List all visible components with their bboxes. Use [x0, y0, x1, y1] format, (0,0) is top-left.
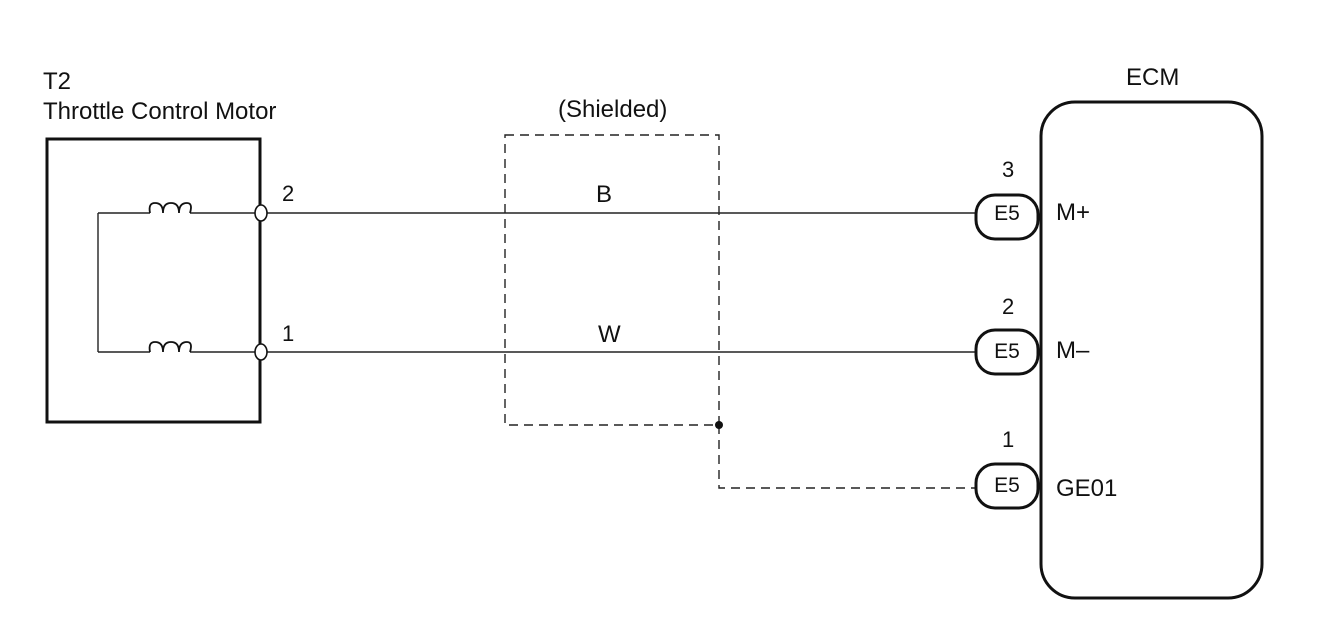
motor-pin-1-label: 1 — [282, 321, 295, 346]
ecm-title: ECM — [1126, 64, 1180, 91]
ecm-pin-number-2: 2 — [1002, 294, 1015, 319]
motor-pin-2-label: 2 — [282, 181, 295, 206]
ecm-signal-1: M+ — [1056, 199, 1091, 226]
wire-color-b: B — [596, 181, 613, 208]
motor-coil-lower — [148, 341, 192, 353]
ecm-pin-number-1: 3 — [1002, 157, 1015, 182]
ecm-connector-code-3: E5 — [994, 474, 1020, 497]
shield-label: (Shielded) — [558, 96, 668, 123]
throttle-motor-box — [45, 137, 262, 424]
component-code: T2 — [43, 68, 72, 95]
motor-coil-upper — [148, 202, 192, 214]
motor-pin-1-terminal — [254, 343, 268, 361]
ecm-connector-pill-3 — [974, 462, 1040, 510]
shield-drain-wire — [718, 425, 976, 489]
shield-junction-dot — [715, 421, 723, 429]
component-name: Throttle Control Motor — [43, 98, 277, 125]
ecm-connector-pill-2 — [974, 328, 1040, 376]
shield-boundary — [504, 134, 720, 426]
ecm-connector-code-1: E5 — [994, 202, 1020, 225]
ecm-connector-pill-1 — [974, 193, 1040, 241]
ecm-connector-code-2: E5 — [994, 340, 1020, 363]
ecm-box — [1039, 100, 1264, 600]
ecm-pin-number-3: 1 — [1002, 427, 1015, 452]
wire-color-w: W — [598, 321, 621, 348]
ecm-signal-2: M– — [1056, 337, 1090, 364]
ecm-signal-3: GE01 — [1056, 475, 1118, 502]
motor-pin-2-terminal — [254, 204, 268, 222]
motor-internal-wiring — [97, 212, 255, 353]
